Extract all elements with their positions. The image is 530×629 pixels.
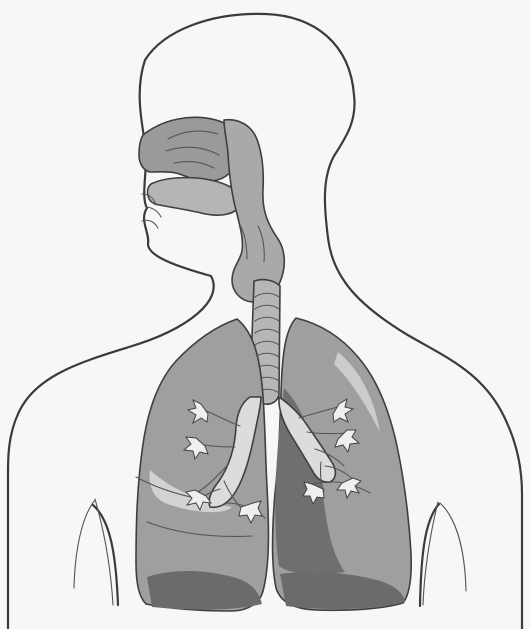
respiratory-system-diagram: [0, 0, 530, 629]
respiratory-system-figure: [0, 0, 530, 629]
